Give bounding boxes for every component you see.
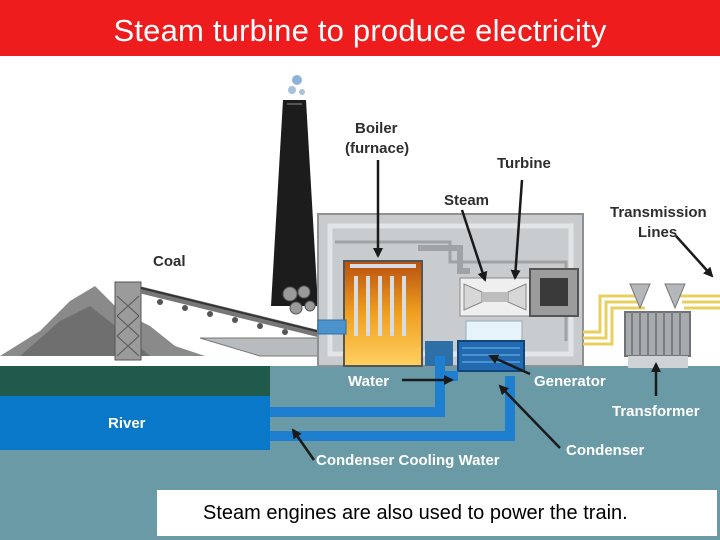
coal-tower <box>114 281 142 361</box>
condenser <box>457 320 525 372</box>
power-plant-diagram: Boiler (furnace) Turbine Steam Transmiss… <box>0 75 720 540</box>
label-boiler: Boiler <box>355 120 398 137</box>
slide-title: Steam turbine to produce electricity <box>113 13 607 48</box>
label-turbine: Turbine <box>497 155 551 172</box>
label-generator: Generator <box>534 373 606 390</box>
transformer <box>624 283 691 368</box>
label-transformer: Transformer <box>612 403 700 420</box>
river <box>0 396 270 450</box>
ground-strip <box>0 366 270 396</box>
title-bar: Steam turbine to produce electricity <box>0 0 720 56</box>
generator-arrow <box>488 354 531 376</box>
label-coal: Coal <box>153 253 186 270</box>
label-transmission: Transmission <box>610 204 707 221</box>
steam-arrow <box>460 209 488 282</box>
label-transmission-lines: Lines <box>638 224 677 241</box>
transmission-lines <box>583 294 720 346</box>
label-boiler-furnace: (furnace) <box>345 140 409 157</box>
turbine <box>459 277 531 317</box>
generator <box>529 268 579 317</box>
label-steam: Steam <box>444 192 489 209</box>
label-condenser: Condenser <box>566 442 645 459</box>
turbine-arrow <box>510 179 524 280</box>
label-condenser-cooling-water: Condenser Cooling Water <box>316 452 500 469</box>
caption-box: Steam engines are also used to power the… <box>157 490 717 536</box>
transmission-arrow <box>675 235 714 278</box>
caption-text: Steam engines are also used to power the… <box>203 502 628 524</box>
smokestack <box>271 100 318 306</box>
smoke <box>288 75 305 95</box>
condenser-arrow <box>498 384 561 449</box>
label-water: Water <box>348 373 389 390</box>
conveyor-belt <box>140 286 321 338</box>
label-river: River <box>108 415 146 432</box>
cooling-water-arrow <box>291 428 316 461</box>
